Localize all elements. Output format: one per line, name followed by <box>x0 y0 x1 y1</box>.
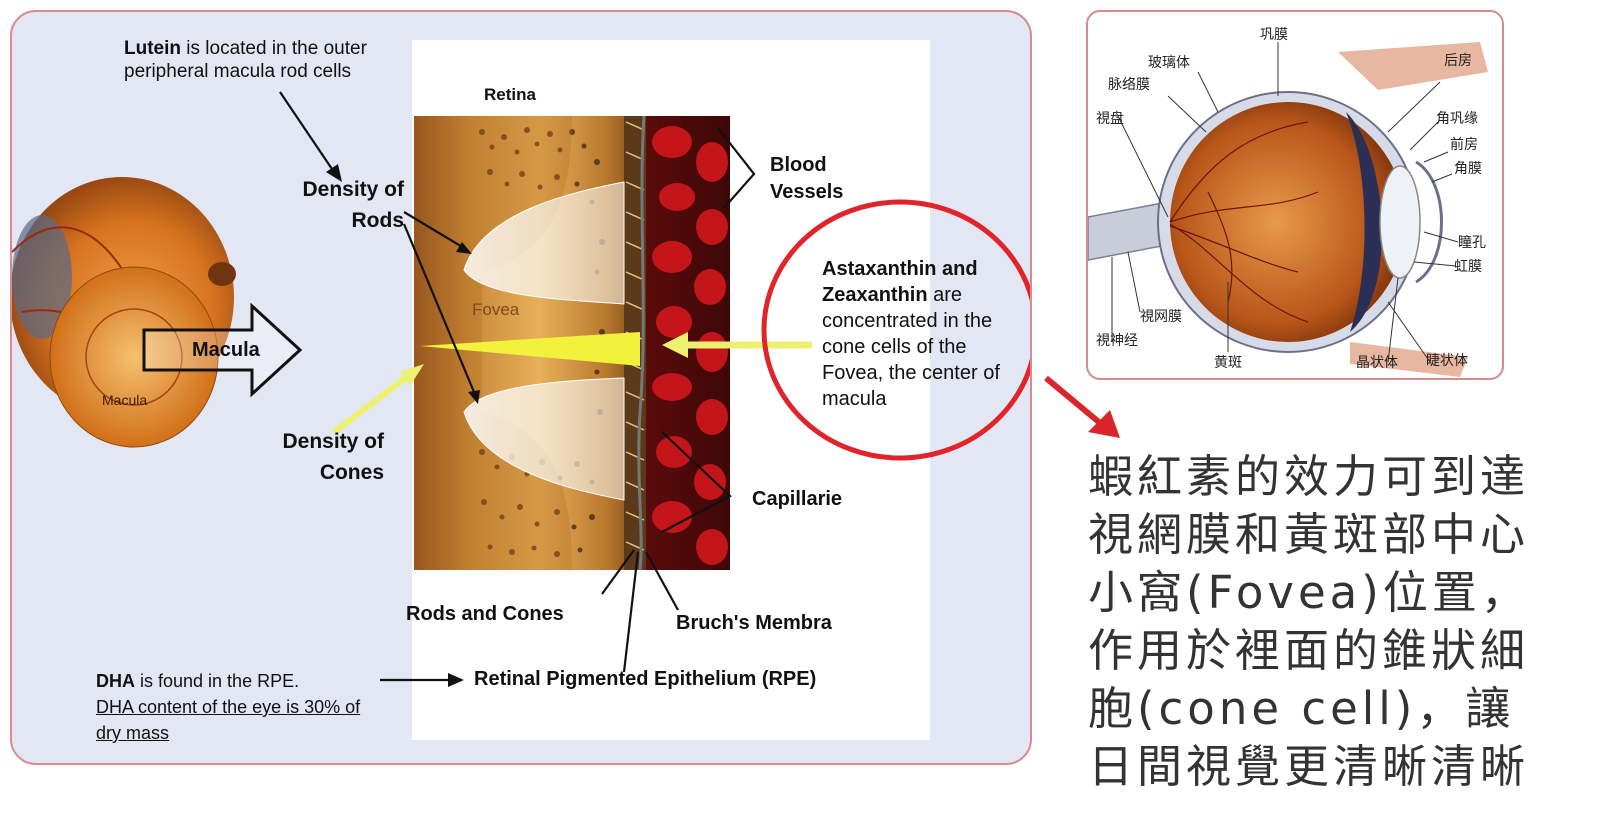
dha-note: DHA is found in the RPE. DHA content of … <box>96 668 366 746</box>
dha-underline-text: DHA content of the eye is 30% of dry mas… <box>96 697 361 743</box>
label-optic-nerve: 視神经 <box>1096 333 1138 349</box>
label-iris: 虹膜 <box>1454 259 1482 275</box>
rpe-label: Retinal Pigmented Epithelium (RPE) <box>474 668 817 690</box>
cones-yellow-arrow-line <box>332 373 410 435</box>
chinese-description: 蝦紅素的效力可到達視網膜和黃斑部中心小窩(Fovea)位置，作用於裡面的錐狀細胞… <box>1088 450 1530 793</box>
retina-title: Retina <box>484 85 536 104</box>
fovea-light-beam <box>420 332 640 366</box>
label-cornea: 角膜 <box>1454 161 1482 177</box>
label-limbus: 角巩缘 <box>1436 111 1478 127</box>
cones-yellow-arrow-head <box>400 364 424 386</box>
astax-arrow-head <box>662 332 688 358</box>
capillarie-label: Capillarie <box>752 488 843 510</box>
label-optic-disc: 視盘 <box>1096 111 1124 127</box>
bruchs-membrane-line <box>637 115 646 571</box>
pointer-heads <box>326 164 480 687</box>
label-ciliary-body: 睫状体 <box>1426 353 1468 369</box>
rod-density-wedge <box>463 181 625 305</box>
retina-diagram-graphics <box>12 91 1030 687</box>
macula-arrow <box>142 302 303 398</box>
red-arrow-line <box>1044 375 1108 431</box>
label-sclera: 巩膜 <box>1260 27 1288 43</box>
eye-anatomy-panel: 巩膜 玻璃体 脉络膜 后房 角巩缘 視盘 前房 角膜 瞳孔 虹膜 視网膜 視神经… <box>1086 10 1504 380</box>
pointer-lines <box>279 91 756 682</box>
label-anterior-chamber: 前房 <box>1450 137 1478 153</box>
rods-and-cones-label: Rods and Cones <box>406 603 564 625</box>
highlight-circle <box>761 199 1030 461</box>
label-lens: 晶状体 <box>1356 355 1398 371</box>
macula-arrow-label: Macula <box>192 339 260 361</box>
label-pupil: 瞳孔 <box>1458 235 1486 251</box>
retina-diagram-panel: Lutein is located in the outer periphera… <box>10 10 1032 765</box>
fovea-label: Fovea <box>472 300 520 319</box>
label-choroid: 脉络膜 <box>1108 77 1150 93</box>
eye-illustration <box>12 177 236 448</box>
red-arrow-head <box>1088 410 1120 438</box>
cone-density-wedge <box>463 377 625 501</box>
lutein-note: Lutein is located in the outer periphera… <box>124 38 367 82</box>
bruchs-membrane-label: Bruch's Membra <box>676 612 832 634</box>
macula-eye-label: Macula <box>102 392 148 408</box>
label-vitreous: 玻璃体 <box>1148 55 1190 71</box>
label-retina: 視网膜 <box>1140 309 1182 325</box>
label-posterior-chamber: 后房 <box>1444 53 1472 69</box>
label-macula: 黄斑 <box>1214 355 1242 371</box>
astaxanthin-note: Astaxanthin and Zeaxanthin are concentra… <box>822 258 1000 410</box>
eye-anatomy-graphic <box>1088 42 1488 377</box>
red-pointer-arrow <box>1044 375 1120 438</box>
